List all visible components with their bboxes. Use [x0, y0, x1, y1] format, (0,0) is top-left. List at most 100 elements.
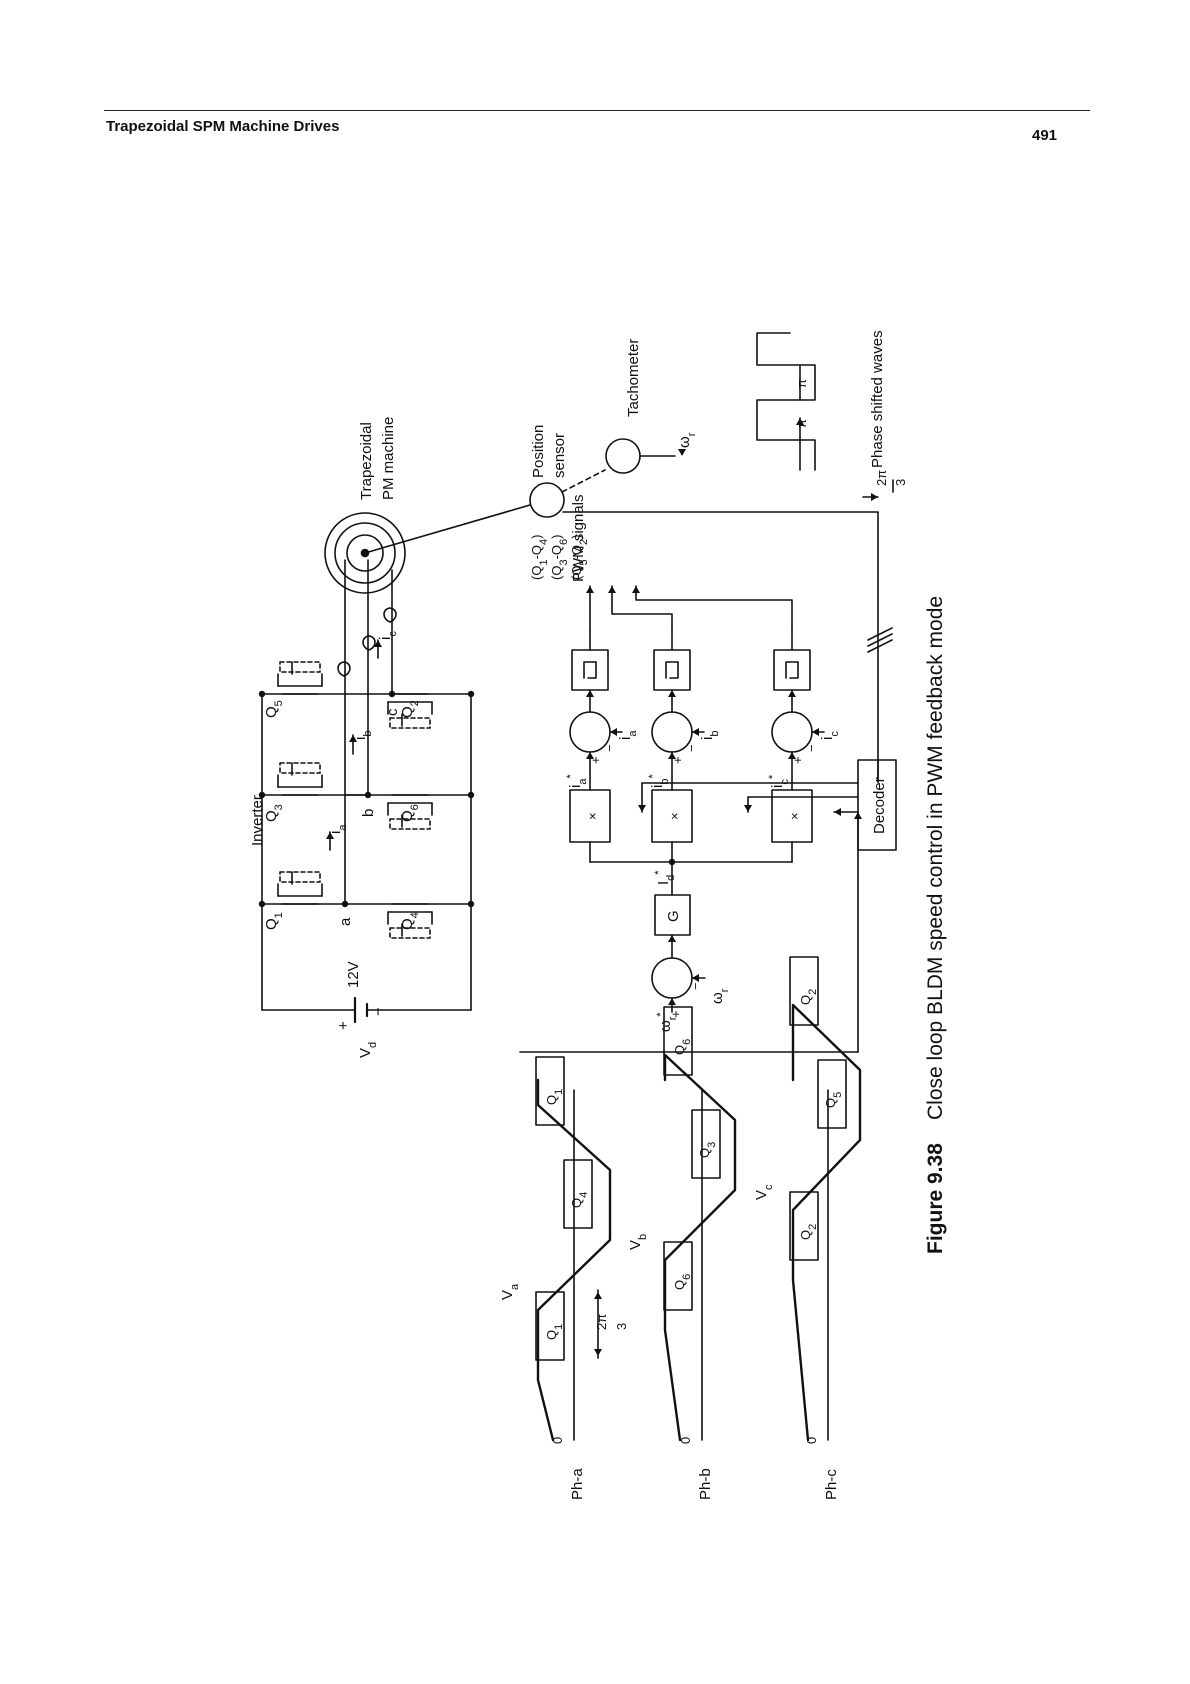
current-plus-b: +: [670, 756, 685, 764]
inverter-title: Inverter: [249, 795, 266, 846]
supply-plus-sign: +: [335, 1021, 352, 1030]
junction-dot: [467, 690, 475, 698]
zero-label-a: 0: [550, 1437, 565, 1444]
switch-label-Q6: Q6: [399, 804, 421, 822]
speed-plus-sign: +: [668, 1010, 683, 1018]
switch-block-a-2: [563, 1159, 593, 1229]
diode-dashed-box: [279, 871, 321, 883]
current-label-ib: ib: [352, 731, 374, 740]
figure-caption-text: Close loop BLDM speed control in PWM fee…: [924, 596, 947, 1120]
hysteresis-symbol-b: [665, 661, 679, 679]
arrowhead: [834, 808, 841, 816]
switch-label-Q3: Q3: [263, 804, 285, 822]
machine-label-line2: PM machine: [380, 417, 397, 500]
block-label-a-2: Q4: [569, 1192, 590, 1208]
current-minus-c: −: [804, 744, 819, 752]
current-plus-a: +: [588, 756, 603, 764]
switch-label-Q1: Q1: [263, 912, 285, 930]
bus-slash-3: [867, 639, 893, 653]
arrowhead: [668, 690, 676, 697]
pwm-output-2: (Q3-Q6): [549, 534, 570, 580]
pwm-signals-label: PWM signals: [570, 494, 587, 582]
machine-label-line1: Trapezoidal: [358, 422, 375, 500]
figure-linework: [258, 332, 897, 1442]
arrowhead: [632, 586, 640, 593]
current-amplitude-ref: Id*: [653, 870, 677, 885]
trapezoid-emf-c: [791, 1003, 862, 1442]
switch-label-Q2: Q2: [399, 700, 421, 718]
hysteresis-symbol-b-c: [789, 661, 799, 679]
pwm-wire-c: [635, 585, 793, 631]
running-header-title: Trapezoidal SPM Machine Drives: [106, 118, 340, 135]
speed-feedback-omega-r: ωr: [709, 988, 731, 1004]
hysteresis-controller-a: [571, 649, 609, 691]
switch-block-a-3: [535, 1056, 565, 1126]
diode-dashed-box: [389, 927, 431, 939]
current-label-ia: ia: [327, 824, 349, 834]
current-feedback-b: ib: [699, 731, 721, 740]
pm-machine-stator: [324, 512, 406, 594]
bus-slash-1: [867, 627, 893, 641]
supply-symbol-vd: Vd: [357, 1042, 379, 1058]
phase-shift-pi-2: π: [794, 379, 809, 388]
mosfet-switch-4: [387, 903, 433, 939]
diode-dashed-box: [279, 762, 321, 774]
arrowhead: [668, 998, 676, 1005]
hysteresis-controller-b: [653, 649, 691, 691]
multiplier-symbol-a: ×: [585, 812, 600, 820]
trapezoid-emf-a: [536, 1078, 612, 1442]
current-ref-b: ib*: [647, 774, 671, 788]
arrowhead: [812, 728, 819, 736]
hysteresis-controller-c: [773, 649, 811, 691]
diode-dashed-box: [389, 818, 431, 830]
speed-minus-sign: −: [688, 982, 703, 990]
diode-dashed-box: [389, 717, 431, 729]
pm-machine-rotor: [346, 534, 384, 572]
hysteresis-symbol-c: [785, 661, 799, 679]
block-label-b-3: Q6: [672, 1039, 693, 1055]
voltage-label-a: Va: [499, 1283, 521, 1300]
pwm-output-1: (Q1-Q4): [529, 534, 550, 580]
arrowhead: [668, 752, 676, 759]
supply-minus-sign: −: [370, 1007, 387, 1016]
arrowhead: [788, 690, 796, 697]
trapezoid-emf-b: [663, 1053, 737, 1442]
phase-inductance-2: [362, 635, 376, 651]
current-feedback-a: ia: [617, 730, 639, 740]
hysteresis-symbol-b-b: [669, 661, 679, 679]
current-label-ic: ic: [377, 631, 399, 640]
speed-summing-junction: [651, 957, 693, 999]
voltage-label-c: Vc: [753, 1184, 775, 1200]
arrowhead: [586, 690, 594, 697]
block-label-a-3: Q1: [544, 1089, 565, 1105]
zero-label-c: 0: [804, 1437, 819, 1444]
junction-dot: [258, 900, 266, 908]
arrowhead: [854, 812, 862, 819]
block-label-b-1: Q6: [672, 1274, 693, 1290]
phase-shifted-square-wave: [756, 332, 816, 471]
phase-label-a: Ph-a: [569, 1468, 586, 1500]
mosfet-switch-1: [277, 871, 323, 905]
diode-dashed-box: [279, 661, 321, 673]
speed-controller-label: G: [665, 910, 682, 922]
decoder-label: Decoder: [871, 777, 888, 834]
current-ref-a: ia*: [565, 774, 589, 788]
phase-label-b: Ph-b: [697, 1468, 714, 1500]
pwm-wire-b: [611, 599, 673, 631]
arrowhead: [594, 1349, 602, 1356]
phase-label-c: Ph-c: [823, 1469, 840, 1500]
interval-fraction-num: 2π: [594, 1314, 609, 1330]
pm-machine-stator-inner: [334, 522, 396, 584]
speed-reference-omega-r-star: ωr*: [655, 1012, 679, 1032]
current-ref-c: ic*: [767, 774, 791, 788]
arrowhead: [638, 805, 646, 812]
mosfet-switch-6: [387, 693, 433, 729]
switch-label-Q5: Q5: [263, 700, 285, 718]
switch-block-c-1: [789, 1191, 819, 1261]
arrowhead: [692, 728, 699, 736]
interval-fraction-den: 3: [614, 1323, 629, 1330]
decoder-block: [857, 759, 897, 851]
phase-shift-fraction-den: 3: [893, 479, 908, 486]
block-label-c-1: Q2: [798, 1224, 819, 1240]
